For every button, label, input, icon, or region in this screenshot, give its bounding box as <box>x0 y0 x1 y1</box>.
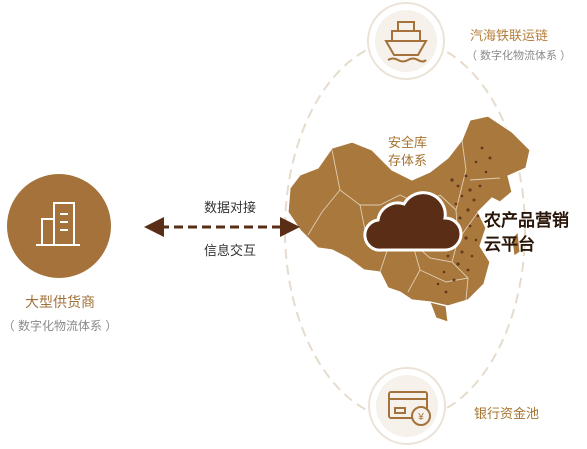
cloud-icon <box>363 191 463 252</box>
bank-card-icon <box>388 391 431 426</box>
platform-label-line2: 云平台 <box>484 235 535 254</box>
yen-symbol: ¥ <box>417 412 424 423</box>
logistics-node <box>367 2 445 80</box>
inventory-label-line1: 安全库 <box>388 135 428 150</box>
bank-title: 银行资金池 <box>474 406 540 421</box>
platform-label-line1: 农产品营销 <box>484 211 569 230</box>
supplier-subtitle: （ 数字化物流体系 ） <box>2 319 118 333</box>
supplier-title: 大型供货商 <box>25 294 95 310</box>
supplier-node <box>7 174 111 278</box>
building-icon <box>36 202 80 246</box>
logistics-subtitle: （ 数字化物流体系 ） <box>466 50 572 62</box>
double-arrow-icon <box>144 217 300 237</box>
exchange-label-bottom: 信息交互 <box>204 243 257 258</box>
logistics-title: 汽海铁联运链 <box>470 28 549 43</box>
exchange-label-top: 数据对接 <box>204 200 257 215</box>
inventory-label-line2: 存体系 <box>388 153 428 168</box>
ship-icon <box>384 21 428 63</box>
bank-node: ¥ <box>368 367 446 445</box>
